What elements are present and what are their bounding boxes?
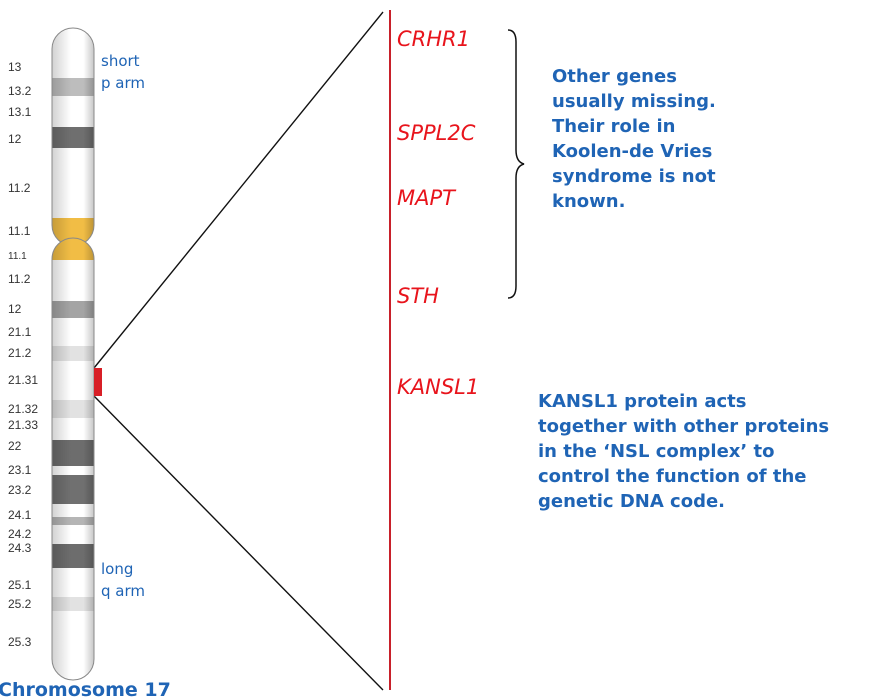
band-labels: 13 13.2 13.1 12 11.2 11.1 11.1 11.2 12 2… xyxy=(8,60,38,649)
band-label: 21.2 xyxy=(8,346,32,360)
deletion-region-marker xyxy=(94,368,102,396)
q-arm-label: long q arm xyxy=(101,560,145,600)
band-label: 11.1 xyxy=(8,251,27,262)
band-label: 11.2 xyxy=(8,181,31,195)
gene-label-kansl1: KANSL1 xyxy=(397,375,480,399)
band-label: 11.1 xyxy=(8,224,31,238)
zoom-line-upper xyxy=(93,11,384,369)
band-label: 21.32 xyxy=(8,402,38,416)
gene-group-brace xyxy=(507,29,525,299)
zoom-line-lower xyxy=(93,395,384,691)
band-label: 11.2 xyxy=(8,272,31,286)
other-genes-note: Other genes usually missing. Their role … xyxy=(552,66,716,212)
band-label: 12 xyxy=(8,302,22,316)
kansl1-protein-note: KANSL1 protein acts together with other … xyxy=(538,391,830,512)
gene-label-crhr1: CRHR1 xyxy=(397,27,470,51)
band-label: 23.2 xyxy=(8,483,32,497)
band-label: 24.2 xyxy=(8,527,32,541)
band-label: 21.31 xyxy=(8,373,38,387)
band-label: 21.1 xyxy=(8,325,32,339)
band-label: 23.1 xyxy=(8,463,32,477)
p-arm-label: short p arm xyxy=(101,52,145,92)
q-arm xyxy=(52,238,94,680)
band-label: 13 xyxy=(8,60,22,74)
band-label: 24.3 xyxy=(8,541,32,555)
gene-label-sth: STH xyxy=(397,284,439,308)
band-label: 12 xyxy=(8,132,22,146)
q-arm-outline xyxy=(51,237,95,681)
band-label: 22 xyxy=(8,439,22,453)
band-label: 21.33 xyxy=(8,418,38,432)
band-label: 25.1 xyxy=(8,578,32,592)
gene-label-mapt: MAPT xyxy=(397,186,455,210)
p-arm xyxy=(52,28,94,246)
band-label: 25.3 xyxy=(8,635,32,649)
band-label: 13.2 xyxy=(8,84,32,98)
chromosome-title: Chromosome 17 xyxy=(0,679,171,698)
band-label: 13.1 xyxy=(8,105,32,119)
band-label: 24.1 xyxy=(8,508,32,522)
band-label: 25.2 xyxy=(8,597,32,611)
gene-label-sppl2c: SPPL2C xyxy=(397,121,476,145)
